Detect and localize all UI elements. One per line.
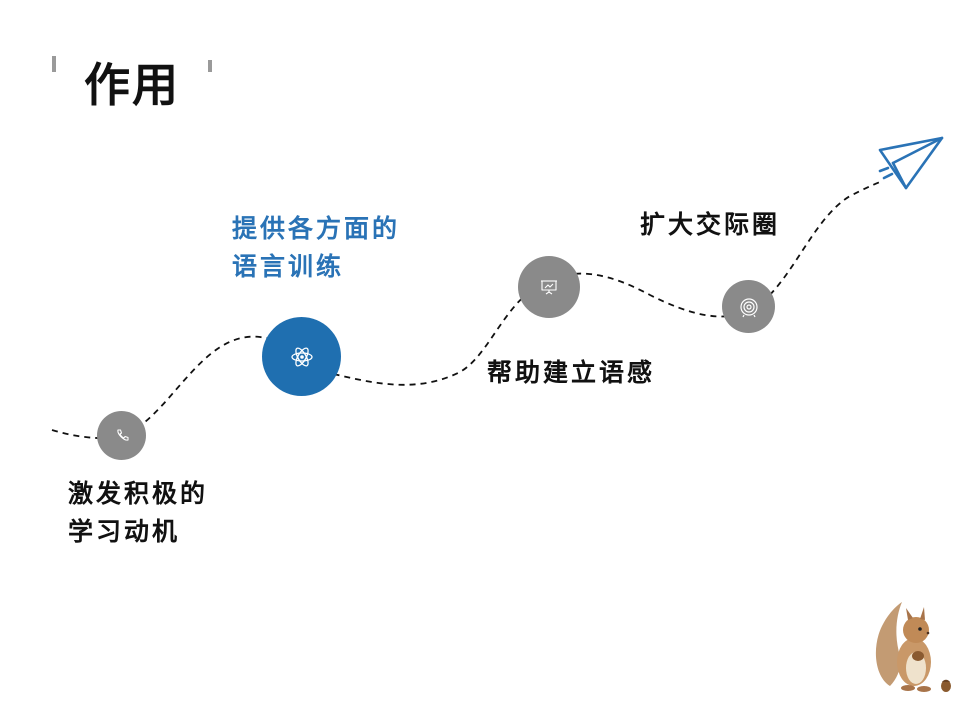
- atom-icon: [290, 346, 313, 367]
- step-label-1: 激发积极的 学习动机: [68, 475, 208, 551]
- phone-icon: [116, 428, 129, 441]
- squirrel-illustration: [875, 602, 951, 692]
- dashed-path: [51, 181, 881, 440]
- step-node-2: [262, 317, 341, 396]
- step-label-3-line1: 帮助建立语感: [487, 358, 656, 387]
- title-bracket-right: [208, 60, 212, 72]
- step-label-3: 帮助建立语感: [487, 354, 655, 392]
- title-bracket-left: [52, 56, 56, 72]
- step-label-4: 扩大交际圈: [640, 206, 780, 244]
- step-label-1-line1: 激发积极的: [68, 479, 209, 508]
- step-node-4: [722, 280, 775, 333]
- step-label-2: 提供各方面的 语言训练: [232, 210, 400, 286]
- step-label-1-line2: 学习动机: [68, 517, 181, 546]
- step-label-4-line1: 扩大交际圈: [640, 210, 781, 239]
- paper-plane-icon: [878, 136, 944, 190]
- step-label-2-line2: 语言训练: [232, 252, 345, 281]
- presentation-icon: [541, 280, 557, 295]
- step-label-2-line1: 提供各方面的: [232, 214, 401, 243]
- title-block: 作用: [50, 52, 220, 122]
- page-title: 作用: [84, 58, 180, 112]
- step-node-3: [518, 256, 580, 318]
- target-icon: [739, 297, 758, 317]
- step-node-1: [97, 411, 146, 460]
